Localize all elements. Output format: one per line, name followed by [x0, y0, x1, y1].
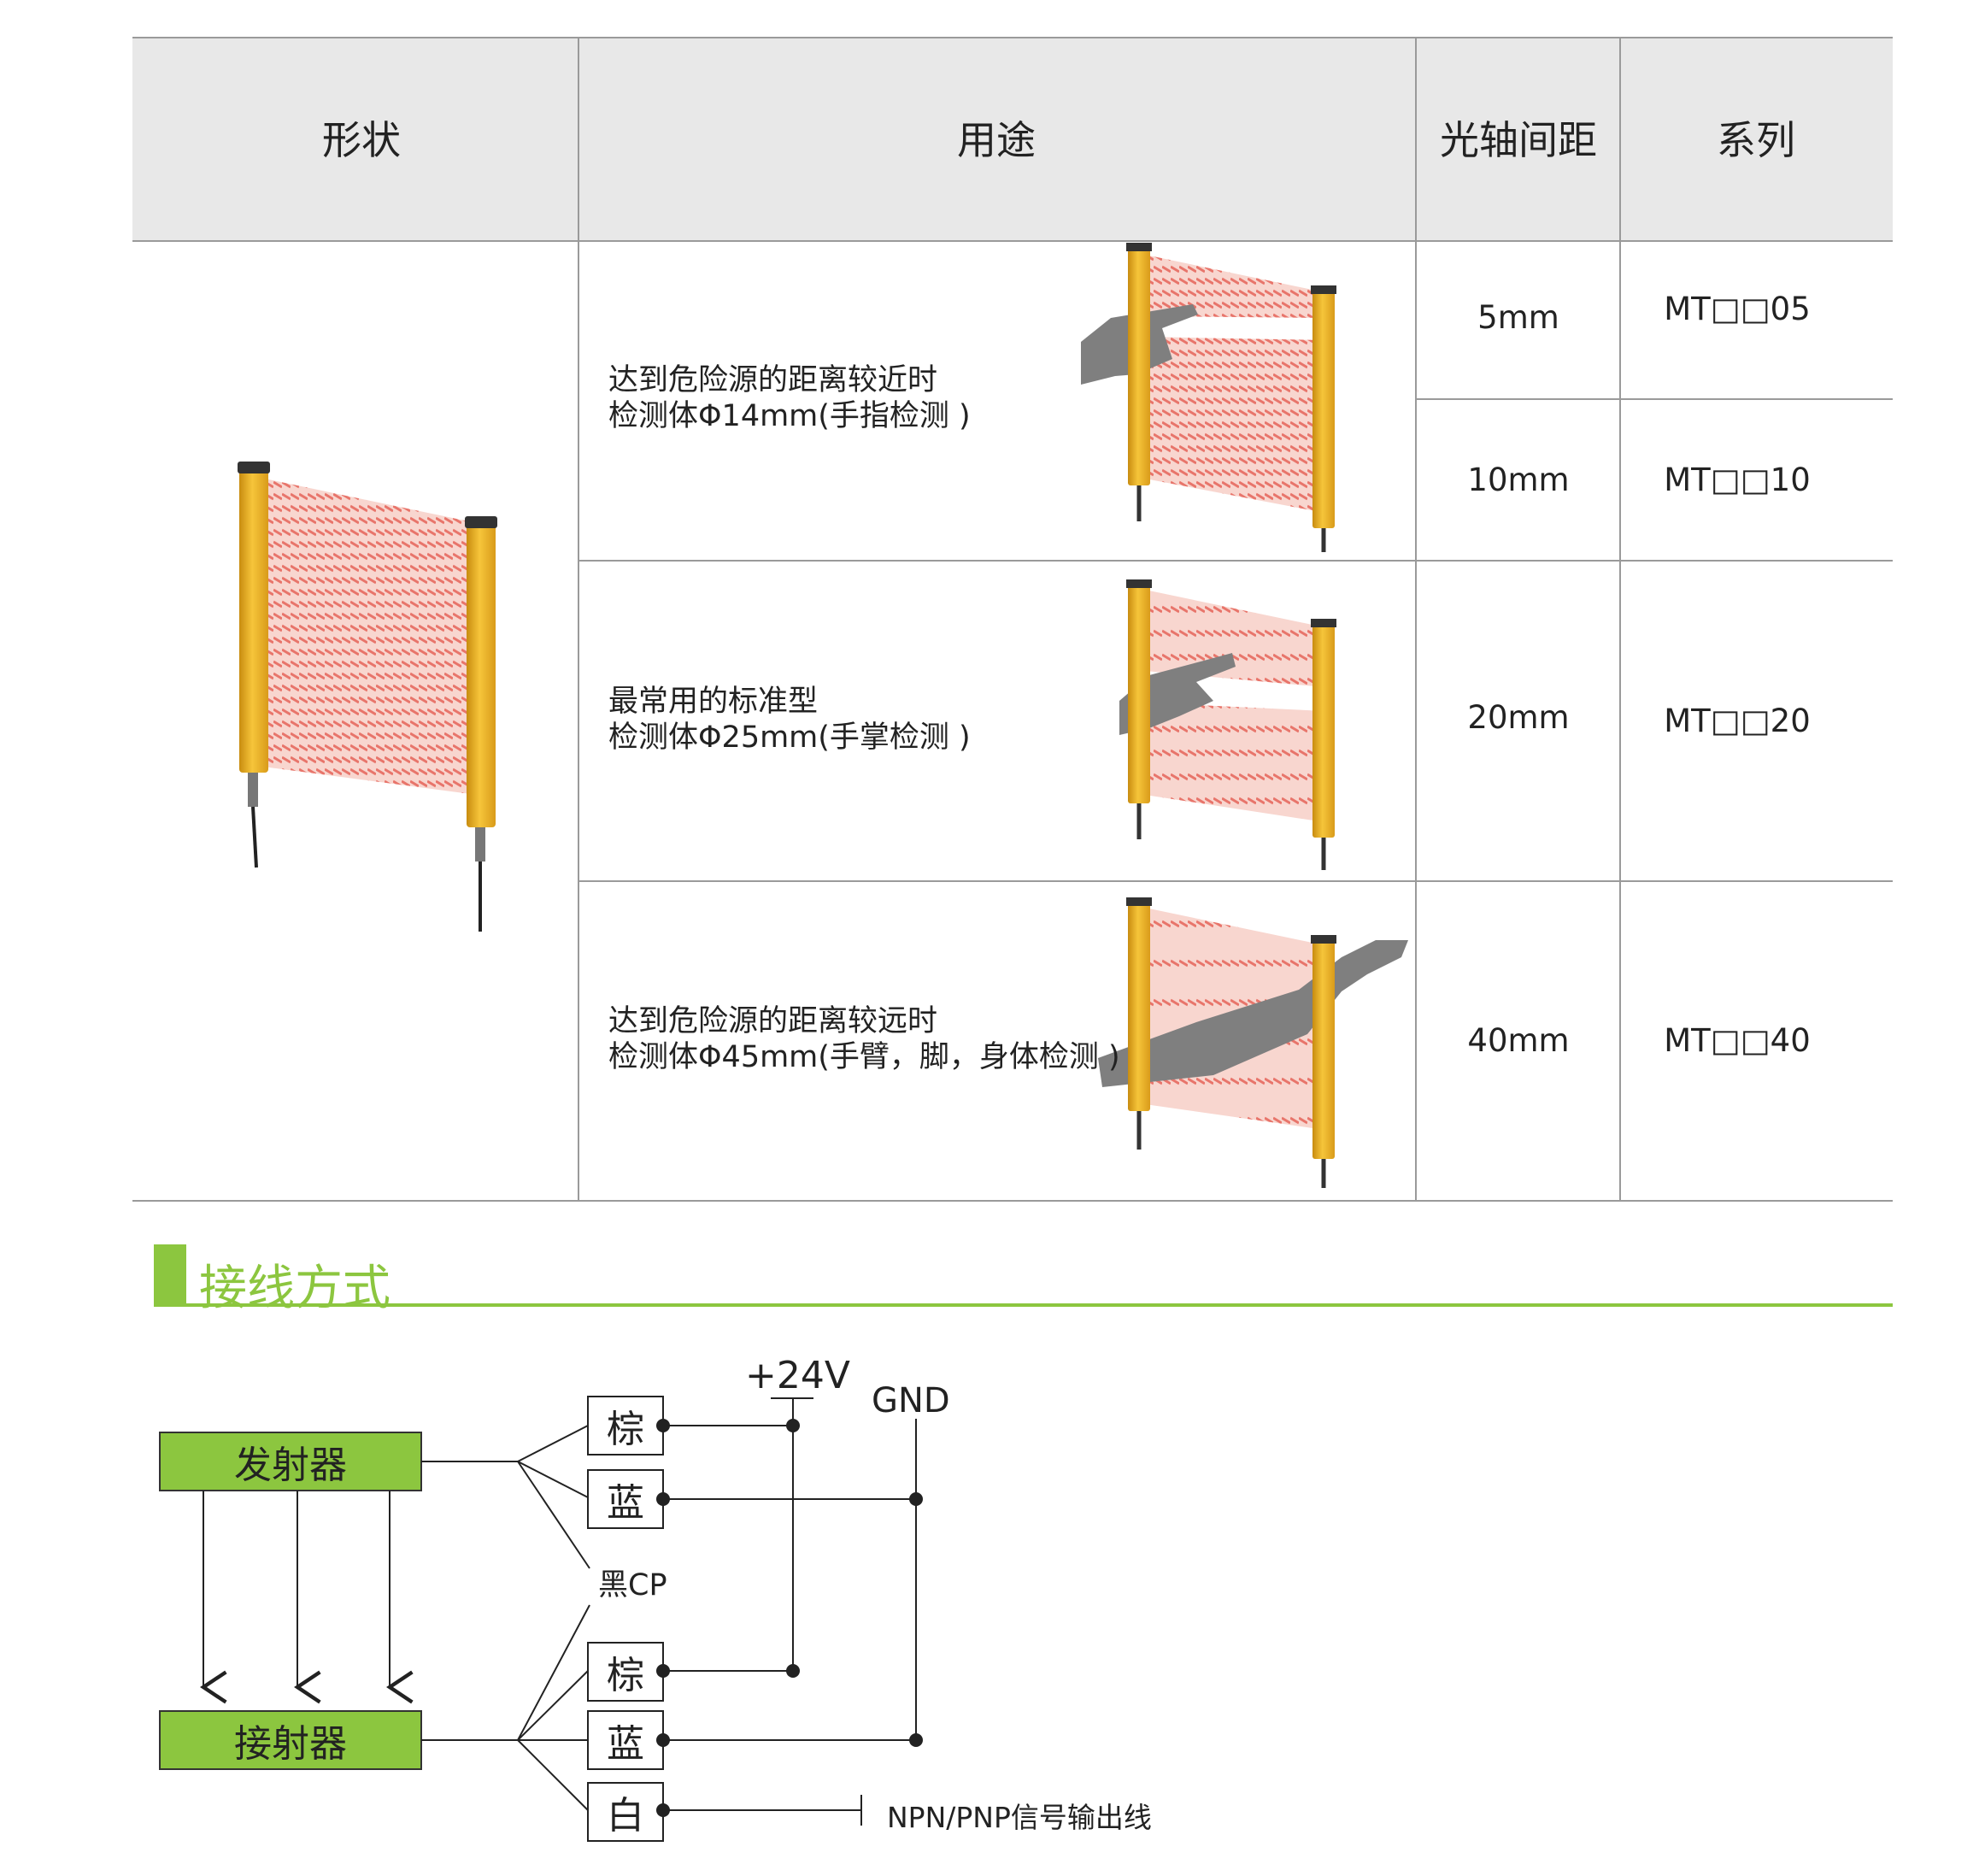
black-cp-label: 黑CP [598, 1568, 667, 1603]
pitch-10mm: 10mm [1467, 462, 1570, 498]
receiver-box [159, 1710, 422, 1770]
wire-label-brown-emitter: 棕 [607, 1408, 644, 1451]
palm-hand-image [1119, 579, 1336, 870]
use-row3-line1: 达到危险源的距离较远时 [608, 1004, 938, 1038]
series-40: MT□□40 [1664, 1022, 1811, 1059]
wire-label-blue-emitter: 蓝 [607, 1481, 644, 1525]
ground-label: GND [872, 1381, 950, 1420]
use-row2-line2: 检测体Φ25mm(手掌检测 ) [608, 720, 971, 755]
wire-box-white-receiver [587, 1782, 664, 1842]
light-curtain-image [238, 462, 497, 932]
header-bg [132, 38, 1893, 241]
wiring-title: 接线方式 [199, 1261, 391, 1316]
section-rule [154, 1303, 1893, 1307]
emitter-label: 发射器 [234, 1444, 347, 1487]
wire-box-brown-emitter [587, 1396, 664, 1456]
header-use: 用途 [957, 117, 1036, 163]
header-series: 系列 [1717, 117, 1795, 163]
pitch-40mm: 40mm [1467, 1022, 1570, 1059]
wire-label-brown-receiver: 棕 [607, 1654, 644, 1697]
use-row1-line1: 达到危险源的距离较近时 [608, 363, 938, 397]
spec-table: 形状 用途 光轴间距 系列 达到危险源的距离较近时 检测体Φ14mm(手指检测 … [132, 37, 1893, 1202]
header-pitch: 光轴间距 [1440, 117, 1597, 163]
section-marker [154, 1244, 186, 1306]
use-row3-line2: 检测体Φ45mm(手臂，脚，身体检测 ) [608, 1040, 1120, 1074]
output-label: NPN/PNP信号输出线 [887, 1801, 1152, 1834]
wire-box-blue-emitter [587, 1469, 664, 1529]
pitch-5mm: 5mm [1477, 299, 1559, 336]
pitch-20mm: 20mm [1467, 699, 1570, 736]
series-20: MT□□20 [1664, 703, 1811, 739]
wire-label-blue-receiver: 蓝 [607, 1722, 644, 1766]
finger-hand-image [1081, 243, 1336, 552]
use-row1-line2: 检测体Φ14mm(手指检测 ) [608, 399, 971, 433]
arm-hand-image [1098, 897, 1408, 1188]
wire-label-white-receiver: 白 [607, 1794, 644, 1838]
table-grid [132, 37, 1893, 1202]
power-label: +24V [745, 1354, 850, 1397]
emitter-box [159, 1432, 422, 1491]
wire-box-brown-receiver [587, 1642, 664, 1702]
use-row2-line1: 最常用的标准型 [608, 685, 819, 719]
series-10: MT□□10 [1664, 462, 1811, 498]
header-shape: 形状 [322, 117, 401, 163]
receiver-label: 接射器 [234, 1722, 347, 1766]
series-05: MT□□05 [1664, 291, 1811, 327]
